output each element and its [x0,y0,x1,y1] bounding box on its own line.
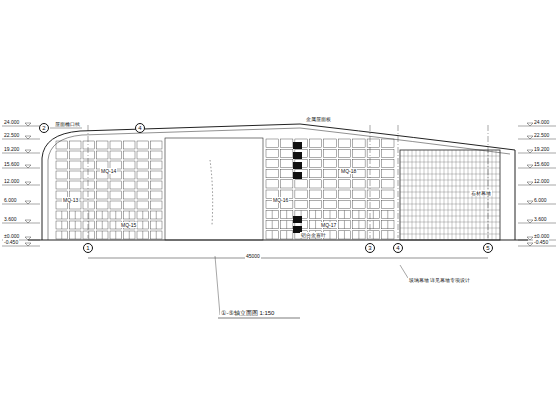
note-leader [400,265,408,278]
elevation-value: 24.000 [533,119,550,125]
elevation-value: -0.450 [3,239,19,245]
axis-bubble: 1 [83,243,93,253]
axis-bubble: 5 [483,243,493,253]
elevation-value: 19.200 [3,146,20,152]
elevation-value: 22.500 [3,132,20,138]
window-grid [266,139,394,239]
elevation-value: 6.000 [3,197,18,203]
axis-number: 4 [138,125,141,131]
building-outline [42,124,515,240]
axis-bubble: 2 [39,123,49,133]
note-label: 45000 [245,253,261,259]
curtain-wall-frame [400,150,500,240]
elevation-value: 3.600 [533,216,548,222]
blank-wall [165,138,263,240]
dimension-line [88,258,488,259]
note-label: 玻璃幕墙 详见幕墙专项设计 [408,277,471,283]
note-label: 石材幕墙 [470,190,492,196]
stair-window [293,142,302,233]
elevation-value: 24.000 [3,119,20,125]
elevation-value: 12.000 [533,178,550,184]
window-tag: MQ-17 [320,222,337,228]
window-tag: MQ-13 [62,197,79,203]
axis-bubble: 3 [365,243,375,253]
cornice-leader [50,128,82,129]
window-tag: MQ-16 [272,197,289,203]
elevation-value: 3.600 [3,216,18,222]
axis-number: 2 [42,125,45,131]
title-leader [215,256,220,315]
axis-number: 1 [86,245,89,251]
note-label: ①-⑤轴立面图 1:150 [220,310,275,317]
elevation-value: -0.450 [533,239,549,245]
axis-number: 4 [396,245,399,251]
elevation-value: 22.500 [533,132,550,138]
window-tag: MQ-18 [340,168,357,174]
window-tag: MQ-15 [120,222,137,228]
note-label: 屋面檐口线 [54,121,81,127]
dashed-curve [210,160,213,225]
note-label: 铝合金百叶 [300,232,327,238]
axis-number: 5 [486,245,489,251]
level-marker [2,123,556,246]
note-label: 金属屋面板 [305,116,332,122]
curtain-wall-grid [400,150,500,240]
axis-bubble: 4 [135,123,145,133]
elevation-value: 19.200 [533,146,550,152]
window-grid [56,141,162,239]
elevation-value: 12.000 [3,178,20,184]
window-tag: MQ-14 [100,168,117,174]
title-underline [218,318,300,319]
elevation-value: 15.600 [3,161,20,167]
elevation-value: 15.600 [533,161,550,167]
axis-bubble: 4 [393,243,403,253]
axis-number: 3 [368,245,371,251]
elevation-value: 6.000 [533,197,548,203]
roof-inner-line [48,128,510,240]
